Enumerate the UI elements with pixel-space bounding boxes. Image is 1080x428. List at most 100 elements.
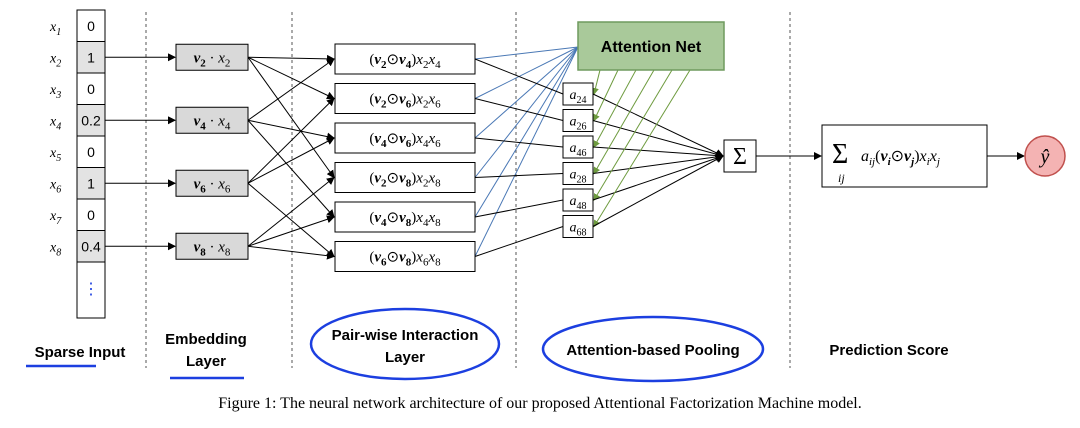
weight-to-sum-arrow [592, 146, 724, 160]
sparse-feature-label: x3 [49, 83, 61, 101]
pairwise-box [334, 83, 476, 114]
sum-symbol: Σ [733, 144, 747, 170]
pairwise-to-weight-line [474, 137, 564, 148]
attention-weight-box [562, 82, 594, 106]
prediction-box [821, 124, 988, 188]
pairwise-to-attention-line [474, 46, 579, 178]
label-pairwise-2: Layer [385, 349, 425, 366]
label-embedding-1: Embedding [165, 331, 247, 348]
embedding-to-pairwise-arrow [247, 176, 335, 247]
weight-to-sum-arrow [592, 154, 724, 201]
pairwise-to-weight-line [474, 226, 564, 257]
sparse-cell [76, 230, 106, 263]
attention-to-weight-arrow [593, 69, 673, 201]
attention-weight-label: a68 [570, 221, 587, 239]
pairwise-to-weight-line [474, 199, 564, 218]
embedding-box [175, 106, 249, 134]
pf-v-i: v [880, 148, 888, 165]
layer-separators [145, 12, 791, 368]
pairwise-to-attention-line [474, 46, 579, 99]
prediction-sum-subscript: ij [838, 171, 845, 185]
attention-weight-label: a48 [570, 194, 587, 212]
pf-v-j: v [904, 148, 912, 165]
attention-net-box [577, 21, 725, 71]
attention-to-weight-arrow [593, 69, 691, 228]
output-node: ŷ [1024, 135, 1066, 177]
embedding-to-pairwise-arrow [247, 137, 335, 184]
pf-v-i-sub: i [888, 156, 892, 168]
sparse-cell [76, 198, 106, 231]
pairwise-to-attention-line [474, 46, 579, 218]
sparse-value: 0 [87, 81, 95, 97]
layer-labels: Sparse Input Embedding Layer Pair-wise I… [26, 307, 949, 383]
sparse-value: 1 [87, 49, 95, 65]
label-embedding-2: Layer [186, 353, 226, 370]
sparse-value: 0.2 [81, 112, 101, 128]
pf-rparen: ) [914, 148, 919, 165]
pairwise-to-attention-line [474, 46, 579, 60]
pairwise-to-weight-line [474, 98, 564, 121]
weight-to-sum-arrow [592, 152, 724, 174]
connections [105, 46, 1025, 260]
pairwise-to-attention-line [474, 46, 579, 257]
sparse-feature-label: x8 [49, 240, 61, 258]
pf-x-i-sub: i [927, 156, 930, 168]
prediction-formula: aij(vi⊙vj)xixj [861, 148, 940, 168]
sparse-cell [76, 9, 106, 42]
pf-x-i: x [919, 148, 927, 165]
attention-weight-box [562, 135, 594, 159]
sparse-ellipsis: ⋮ [83, 281, 99, 298]
prediction-sum-symbol: Σ [832, 139, 848, 170]
weight-to-sum-arrow [592, 120, 724, 159]
sparse-value: 1 [87, 175, 95, 191]
pairwise-box [334, 43, 476, 75]
pairwise-label: (v2⊙v4)x2x4 [369, 52, 441, 71]
label-pairwise-1: Pair-wise Interaction [332, 327, 479, 344]
pf-lparen: ( [875, 148, 880, 165]
embedding-to-pairwise-arrow [247, 215, 335, 247]
pairwise-box [334, 122, 476, 154]
embedding-label: v4 · x4 [194, 113, 231, 132]
pairwise-label: (v2⊙v8)x2x8 [369, 171, 441, 190]
attention-weight-label: a26 [570, 115, 587, 133]
output-circle [1024, 135, 1066, 177]
sparse-value: 0 [87, 18, 95, 34]
pairwise-box [334, 162, 476, 193]
attention-net: Attention Net [577, 21, 725, 71]
prediction-score-box: Σ ij aij(vi⊙vj)xixj [821, 124, 988, 188]
figure-caption: Figure 1: The neural network architectur… [218, 395, 862, 412]
pairwise-interaction-layer: (v2⊙v4)x2x4(v2⊙v6)x2x6(v4⊙v6)x4x6(v2⊙v8)… [334, 43, 476, 272]
pairwise-box [334, 201, 476, 233]
sparse-ellipsis-cell [76, 261, 106, 319]
attention-to-weight-arrow [593, 69, 637, 148]
pairwise-label: (v2⊙v6)x2x6 [369, 92, 441, 111]
sparse-feature-label: x7 [49, 209, 62, 227]
embedding-label: v8 · x8 [194, 239, 231, 258]
label-prediction: Prediction Score [829, 342, 948, 359]
pf-a-sub: ij [869, 156, 875, 168]
attention-to-weight-arrow [592, 69, 601, 95]
pairwise-box [334, 241, 476, 272]
attention-weight-label: a28 [570, 168, 587, 186]
embedding-to-pairwise-arrow [247, 58, 335, 121]
pf-a: a [861, 148, 869, 165]
weight-to-sum-arrow [592, 155, 724, 227]
attention-net-label: Attention Net [601, 39, 702, 56]
attention-to-weight-arrow [593, 69, 619, 122]
embedding-label: v2 · x2 [194, 50, 231, 69]
sparse-value: 0 [87, 144, 95, 160]
embedding-to-pairwise-arrow [247, 119, 335, 218]
sparse-feature-label: x6 [49, 177, 61, 195]
pf-x-j-sub: j [935, 156, 940, 168]
attention-to-weight-arrow [593, 69, 655, 175]
embedding-box [175, 169, 249, 197]
embedding-box [175, 232, 249, 260]
embedding-to-pairwise-arrow [247, 97, 335, 184]
embedding-box [175, 43, 249, 71]
label-pooling: Attention-based Pooling [566, 342, 739, 359]
output-symbol: ŷ [1039, 146, 1050, 168]
attention-weight-box [562, 162, 594, 185]
